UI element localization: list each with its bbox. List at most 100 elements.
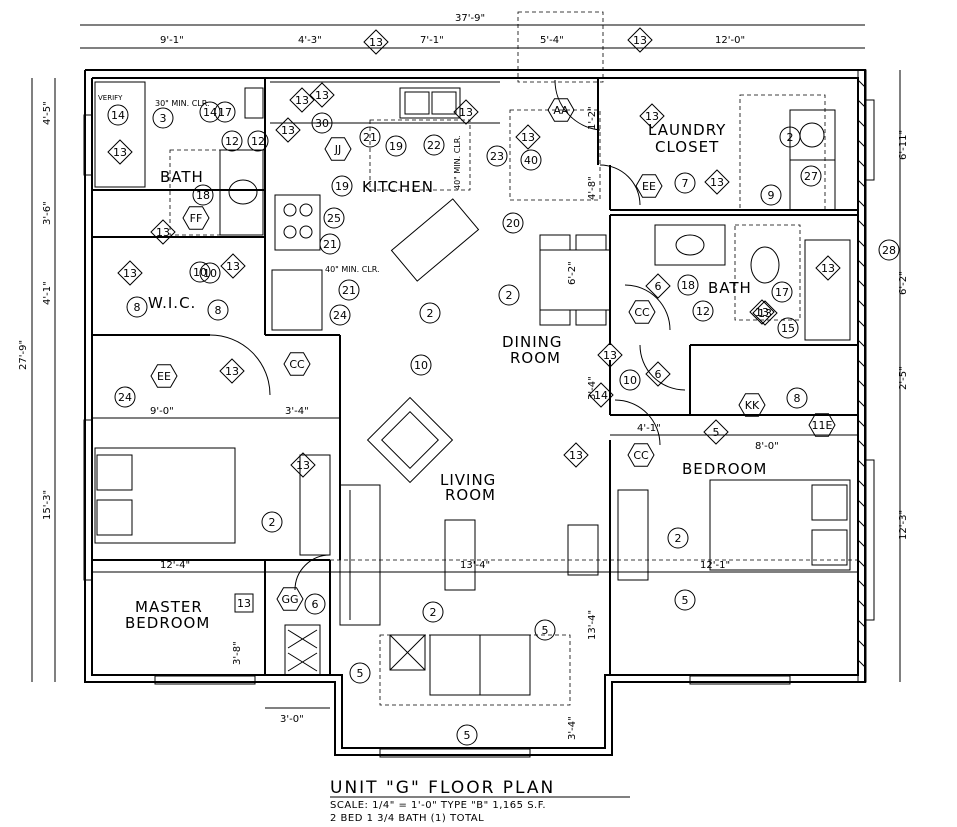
dim-int-12: 3'-4" [567, 716, 578, 740]
dim-left-3: 4'-1" [42, 281, 53, 305]
dim-int-7: 12'-1" [700, 560, 730, 571]
tag-circle-label: 14 [203, 106, 217, 119]
tag-circle [199, 101, 221, 123]
tag-circle [199, 262, 221, 284]
tag-diamond [275, 117, 301, 143]
tag-circle [329, 304, 351, 326]
tag-hex-label: CC [633, 449, 649, 462]
tag-diamond [627, 27, 653, 53]
tag-diamond-label: 13 [226, 260, 240, 273]
note-clr-40b: 40" MIN. CLR. [453, 135, 462, 190]
room-dining-2: ROOM [510, 349, 561, 367]
tag-circle [878, 239, 900, 261]
dim-right-2: 6'-2" [898, 271, 909, 295]
tag-circle-label: 3 [160, 112, 167, 125]
note-clr-30: 30" MIN. CLR. [155, 99, 210, 108]
door-swings [209, 79, 686, 591]
dim-int-11: 13'-4" [587, 610, 598, 640]
room-master: MASTER [135, 598, 203, 616]
tag-hex [547, 98, 575, 122]
tag-hex-label: KK [745, 399, 760, 412]
tag-diamond [563, 442, 589, 468]
tag-circle [777, 317, 799, 339]
tag-diamond-label: 13 [296, 459, 310, 472]
tag-circle [107, 104, 129, 126]
dim-top-2: 4'-3" [298, 35, 322, 46]
tag-circle [261, 511, 283, 533]
tag-diamond [645, 273, 671, 299]
tag-diamond [704, 169, 730, 195]
dim-overall-width: 37'-9" [455, 13, 485, 24]
tag-circle-label: 5 [682, 594, 689, 607]
tag-circle [786, 387, 808, 409]
tag-circle [349, 662, 371, 684]
tag-circle [331, 175, 353, 197]
tag-circle [677, 274, 699, 296]
tag-circle [189, 261, 211, 283]
tag-square [234, 593, 254, 613]
tag-circle-label: 17 [218, 106, 232, 119]
tag-diamond [515, 124, 541, 150]
dim-int-3: 4'-1" [637, 423, 661, 434]
tag-circle [422, 601, 444, 623]
tag-circle-label: 5 [542, 624, 549, 637]
windows [83, 99, 875, 758]
tag-diamond-label: 13 [645, 110, 659, 123]
dim-top-4: 5'-4" [540, 35, 564, 46]
dim-int-14: 1'-2" [587, 106, 598, 130]
tag-diamond [219, 358, 245, 384]
tag-circle-label: 14 [111, 109, 125, 122]
tag-hex [276, 587, 304, 611]
tag-circle-label: 22 [427, 139, 441, 152]
tag-circle-label: 9 [768, 189, 775, 202]
dim-left-4: 15'-3" [42, 490, 53, 520]
tag-circle [311, 112, 333, 134]
tag-circle-label: 18 [681, 279, 695, 292]
tag-circle [674, 589, 696, 611]
tag-diamond [597, 342, 623, 368]
tag-circle-label: 12 [251, 135, 265, 148]
tag-circle-label: 2 [506, 289, 513, 302]
dim-int-5: 12'-4" [160, 560, 190, 571]
tag-circle-label: 5 [464, 729, 471, 742]
tag-hex-label: CC [289, 358, 305, 371]
tag-diamond [117, 260, 143, 286]
tag-diamond-label: 13 [113, 146, 127, 159]
dim-int-2: 3'-4" [285, 406, 309, 417]
room-wic: W.I.C. [148, 294, 196, 312]
tag-circle [771, 281, 793, 303]
tag-circle [486, 145, 508, 167]
tag-circle-label: 8 [134, 301, 141, 314]
tag-circle-label: 24 [118, 391, 132, 404]
scale-line: SCALE: 1/4" = 1'-0" TYPE "B" 1,165 S.F. [330, 800, 546, 811]
room-bedroom: BEDROOM [682, 460, 767, 478]
dimension-labels: 37'-9" 9'-1" 4'-3" 7'-1" 5'-4" 12'-0" 27… [18, 13, 909, 740]
tag-circle-label: 2 [427, 307, 434, 320]
tag-circle [207, 299, 229, 321]
tag-hex [627, 443, 655, 467]
furniture [94, 81, 851, 696]
tag-diamond [588, 382, 614, 408]
tag-diamond-label: 14 [594, 389, 608, 402]
tag-circle-label: 21 [323, 238, 337, 251]
tag-diamond-label: 13 [755, 306, 769, 319]
tag-hex-label: GG [281, 593, 298, 606]
tag-diamond-label: 13 [369, 36, 383, 49]
tag-circle-label: 2 [269, 516, 276, 529]
tag-diamond-label: 13 [710, 176, 724, 189]
tag-circle [674, 172, 696, 194]
tag-circle-label: 10 [623, 374, 637, 387]
tag-circle-label: 21 [363, 131, 377, 144]
tag-diamond [150, 219, 176, 245]
tag-circle-label: 6 [312, 598, 319, 611]
tag-diamond-label: 13 [633, 34, 647, 47]
tag-diamond-label: 13 [821, 262, 835, 275]
tag-circle-label: 5 [357, 667, 364, 680]
tag-circle-label: 12 [225, 135, 239, 148]
tag-circle [359, 126, 381, 148]
tag-diamond-label: 13 [521, 131, 535, 144]
room-living: LIVING [440, 471, 496, 489]
tag-circle [800, 165, 822, 187]
tag-circle-label: 15 [781, 322, 795, 335]
tag-circle [779, 126, 801, 148]
